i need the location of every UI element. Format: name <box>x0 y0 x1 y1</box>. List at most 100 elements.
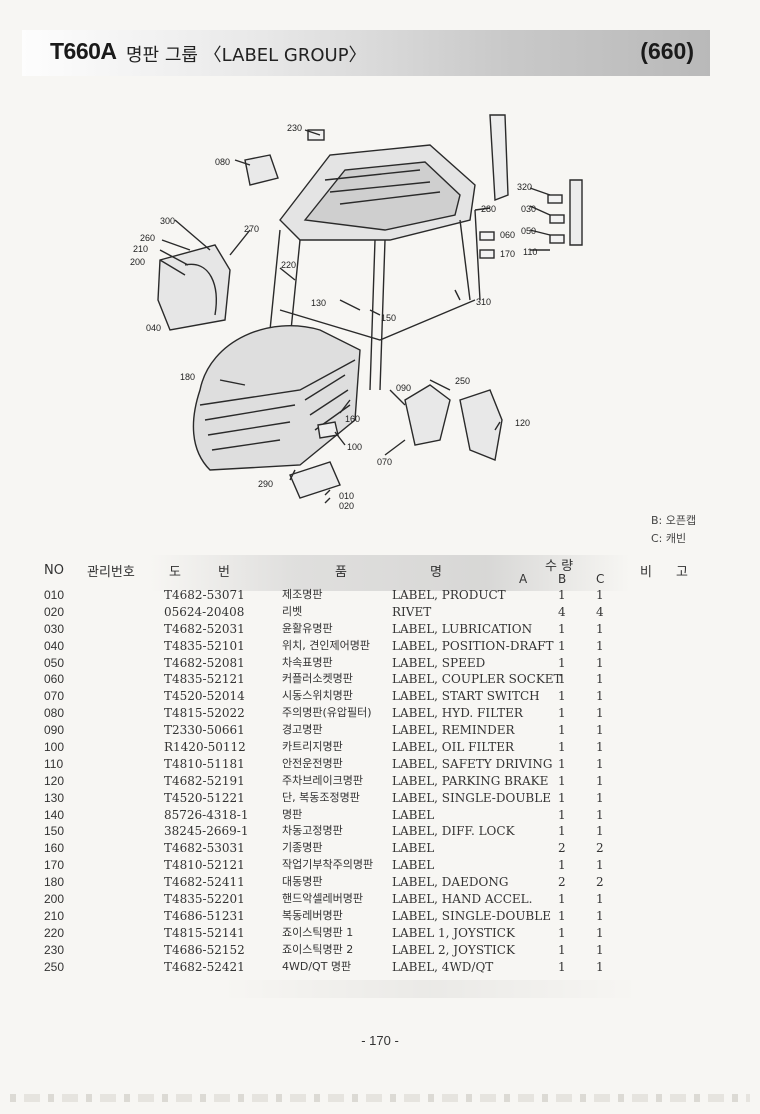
row-qty-b: 1 <box>558 959 566 974</box>
footer-scan-artifact <box>10 1094 750 1102</box>
row-no: 230 <box>44 942 65 957</box>
callout-label: 030 <box>521 204 537 214</box>
row-qty-c: 1 <box>596 588 604 602</box>
row-english-name: LABEL, REMINDER <box>392 723 515 738</box>
row-qty-b: 1 <box>558 807 566 822</box>
legend-c-note: C: 캐빈 <box>651 532 687 545</box>
row-part-number: 85726-4318-1 <box>164 807 249 822</box>
row-english-name: LABEL, PRODUCT <box>392 588 506 602</box>
row-part-number: T4810-51181 <box>164 756 245 771</box>
row-korean-name: 단, 복동조정명판 <box>282 790 360 804</box>
group-title: 명판 그룹 〈LABEL GROUP〉 <box>126 45 367 66</box>
row-part-number: T4682-52081 <box>164 655 245 670</box>
callout-label: 280 <box>481 204 497 214</box>
row-no: 070 <box>44 689 65 704</box>
row-no: 100 <box>44 740 65 755</box>
page-number: - 170 - <box>361 1033 399 1048</box>
row-part-number: T4815-52022 <box>164 706 245 721</box>
row-english-name: LABEL, SINGLE-DOUBLE <box>392 908 551 923</box>
row-no: 080 <box>44 706 65 721</box>
table-header-band <box>150 555 630 591</box>
row-qty-c: 2 <box>596 841 604 856</box>
row-qty-b: 1 <box>558 638 566 653</box>
callout-label: 080 <box>215 157 231 167</box>
row-qty-b: 2 <box>558 875 566 890</box>
row-korean-name: 차동고정명판 <box>282 824 343 838</box>
row-korean-name: 카트리지명판 <box>282 740 343 754</box>
row-no: 140 <box>44 807 65 822</box>
row-korean-name: 커플러소켓명판 <box>282 672 353 686</box>
row-qty-c: 4 <box>596 604 604 619</box>
legend-b-note: B: 오픈캡 <box>651 514 697 527</box>
row-no: 060 <box>44 672 65 687</box>
row-part-number: T4835-52201 <box>164 892 245 907</box>
row-part-number: T4682-52421 <box>164 959 245 974</box>
row-no: 200 <box>44 892 65 907</box>
row-korean-name: 죠이스틱명판 1 <box>282 925 354 939</box>
callout-label: 010 <box>339 491 355 501</box>
row-qty-b: 1 <box>558 621 566 636</box>
row-part-number: T4815-52141 <box>164 925 245 940</box>
col-header-remarks-1: 비 <box>640 565 652 580</box>
row-korean-name: 주차브레이크명판 <box>282 773 363 787</box>
row-korean-name: 위치, 견인제어명판 <box>282 638 370 652</box>
row-qty-b: 1 <box>558 790 566 805</box>
row-no: 040 <box>44 638 65 653</box>
row-qty-c: 1 <box>596 621 604 636</box>
row-english-name: LABEL <box>392 807 435 822</box>
row-korean-name: 시동스위치명판 <box>282 689 353 703</box>
col-header-part-no-1: 도 <box>169 565 181 580</box>
row-korean-name: 윤활유명판 <box>282 621 333 635</box>
row-no: 010 <box>44 588 65 602</box>
row-english-name: LABEL, COUPLER SOCKET <box>392 672 562 687</box>
callout-label: 270 <box>244 224 260 234</box>
col-header-b: B <box>558 572 567 586</box>
row-qty-b: 1 <box>558 706 566 721</box>
callout-label: 170 <box>500 249 516 259</box>
row-part-number: T4520-52014 <box>164 689 245 704</box>
row-korean-name: 안전운전명판 <box>282 756 343 770</box>
callout-label: 210 <box>133 244 149 254</box>
row-korean-name: 복동레버명판 <box>282 908 343 922</box>
row-qty-b: 1 <box>558 773 566 788</box>
row-no: 130 <box>44 790 65 805</box>
row-no: 160 <box>44 841 65 856</box>
col-header-part-no-2: 번 <box>218 565 230 580</box>
row-korean-name: 핸드악셀레버명판 <box>282 892 363 906</box>
row-qty-b: 1 <box>558 655 566 670</box>
row-part-number: 05624-20408 <box>164 604 245 619</box>
model-code: T660A <box>50 38 117 64</box>
callout-label: 200 <box>130 257 146 267</box>
row-english-name: LABEL, 4WD/QT <box>392 959 494 974</box>
callout-label: 110 <box>523 247 538 257</box>
row-korean-name: 4WD/QT 명판 <box>282 959 352 973</box>
callout-label: 020 <box>339 501 355 511</box>
row-korean-name: 대동명판 <box>282 875 323 889</box>
row-english-name: LABEL, START SWITCH <box>392 689 540 704</box>
callout-label: 300 <box>160 216 176 226</box>
row-english-name: RIVET <box>392 604 432 619</box>
header-band <box>22 30 710 76</box>
row-qty-b: 1 <box>558 756 566 771</box>
row-qty-c: 2 <box>596 875 604 890</box>
row-korean-name: 주의명판(유압필터) <box>282 706 372 720</box>
row-part-number: T4810-52121 <box>164 858 245 873</box>
col-header-no: NO <box>44 563 64 578</box>
callout-label: 050 <box>521 226 537 236</box>
row-qty-b: 1 <box>558 723 566 738</box>
callout-label: 180 <box>180 372 196 382</box>
col-header-name-2: 명 <box>430 565 442 580</box>
row-korean-name: 제조명판 <box>282 588 323 601</box>
row-qty-c: 1 <box>596 824 604 839</box>
col-header-remarks-2: 고 <box>676 565 688 580</box>
exploded-view-diagram <box>157 114 583 504</box>
